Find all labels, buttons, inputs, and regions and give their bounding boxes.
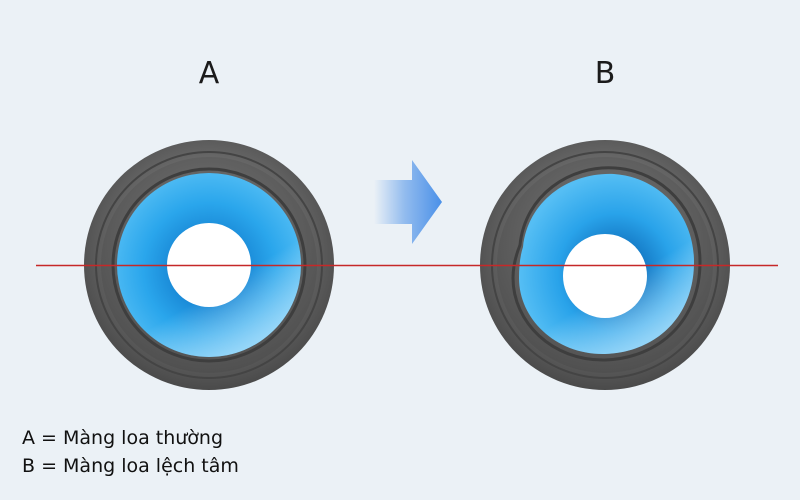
label-b: B <box>594 56 616 91</box>
legend-item-a: A = Màng loa thường <box>22 427 224 449</box>
label-a: A <box>198 56 220 91</box>
speaker-b-dust-cap <box>563 234 647 318</box>
legend: A = Màng loa thường B = Màng loa lệch tâ… <box>22 424 239 480</box>
legend-item-b: B = Màng loa lệch tâm <box>22 455 239 477</box>
speaker-b-surround-edge <box>511 166 702 362</box>
arrow-right-icon <box>374 160 442 244</box>
